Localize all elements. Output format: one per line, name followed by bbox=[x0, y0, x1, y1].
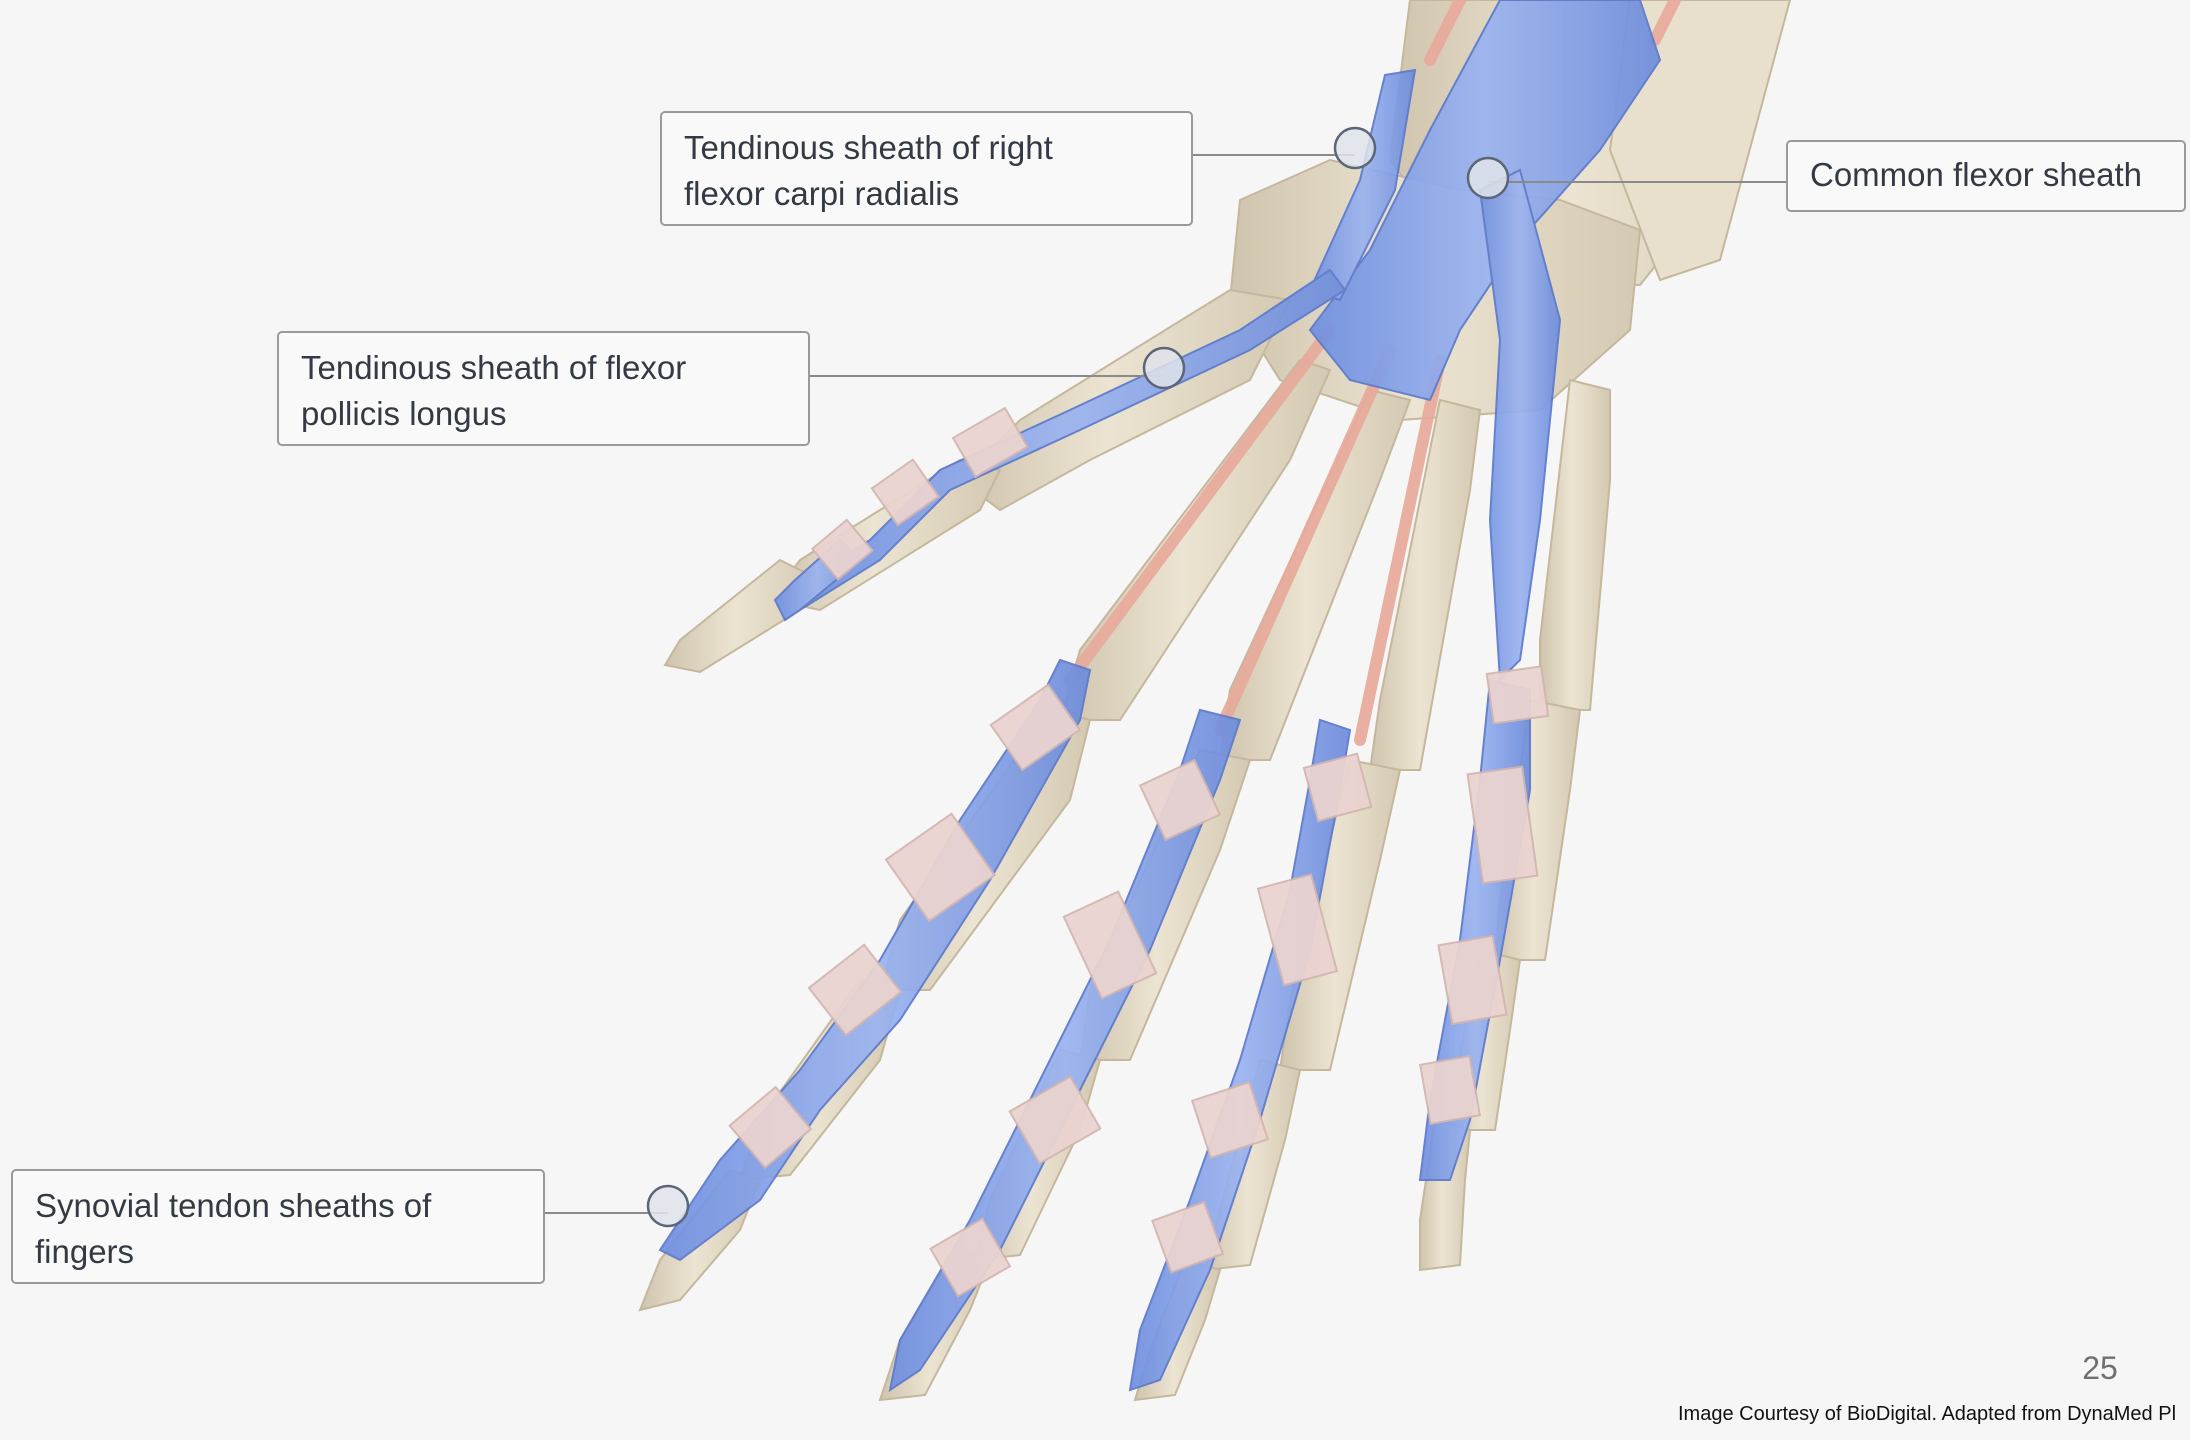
callout-text-line: Synovial tendon sheaths of bbox=[35, 1183, 521, 1229]
callout-synovial-tendon-sheaths-fingers: Synovial tendon sheaths of fingers bbox=[11, 1169, 545, 1284]
marker-flexor-carpi-radialis[interactable] bbox=[1335, 128, 1375, 168]
callout-common-flexor-sheath: Common flexor sheath bbox=[1786, 140, 2186, 212]
callout-text-line: Tendinous sheath of right bbox=[684, 125, 1169, 171]
slide-page-number: 25 bbox=[2040, 1350, 2160, 1387]
little-pulley bbox=[1487, 666, 1548, 723]
marker-common-flexor[interactable] bbox=[1468, 158, 1508, 198]
marker-fingers[interactable] bbox=[648, 1186, 688, 1226]
marker-flexor-pollicis-longus[interactable] bbox=[1144, 348, 1184, 388]
little-pulley bbox=[1420, 1056, 1480, 1124]
callout-text-line: Common flexor sheath bbox=[1810, 152, 2162, 198]
callout-text-line: flexor carpi radialis bbox=[684, 171, 1169, 217]
image-credit: Image Courtesy of BioDigital. Adapted fr… bbox=[1678, 1399, 2190, 1429]
callout-text-line: fingers bbox=[35, 1229, 521, 1275]
little-metacarpal-bone bbox=[1540, 380, 1610, 710]
callout-flexor-carpi-radialis: Tendinous sheath of right flexor carpi r… bbox=[660, 111, 1193, 226]
callout-text-line: pollicis longus bbox=[301, 391, 786, 437]
thumb-distal-phalanx-bone bbox=[665, 560, 820, 672]
callout-text-line: Tendinous sheath of flexor bbox=[301, 345, 786, 391]
callout-flexor-pollicis-longus: Tendinous sheath of flexor pollicis long… bbox=[277, 331, 810, 446]
